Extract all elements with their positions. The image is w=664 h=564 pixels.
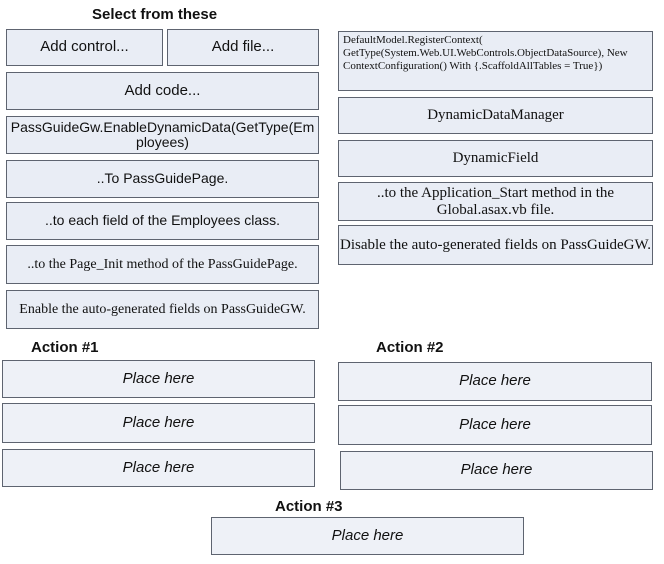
option-add-file[interactable]: Add file... [167,29,319,66]
action3-heading: Action #3 [275,498,343,515]
option-to-passguidepage[interactable]: ..To PassGuidePage. [6,160,319,198]
action3-slot-1[interactable]: Place here [211,517,524,555]
option-to-application-start[interactable]: ..to the Application_Start method in the… [338,182,653,221]
action1-slot-2[interactable]: Place here [2,403,315,443]
option-disable-autogen[interactable]: Disable the auto-generated fields on Pas… [338,225,653,265]
select-heading: Select from these [92,6,218,23]
option-dynamic-data-manager[interactable]: DynamicDataManager [338,97,653,134]
option-enable-dynamic-data[interactable]: PassGuideGw.EnableDynamicData(GetType(Em… [6,116,319,154]
action2-slot-3[interactable]: Place here [340,451,653,490]
action1-slot-3[interactable]: Place here [2,449,315,487]
option-dynamic-field[interactable]: DynamicField [338,140,653,177]
action1-heading: Action #1 [31,339,99,356]
option-add-code[interactable]: Add code... [6,72,319,110]
option-to-page-init[interactable]: ..to the Page_Init method of the PassGui… [6,245,319,284]
action2-slot-2[interactable]: Place here [338,405,652,445]
option-to-each-field[interactable]: ..to each field of the Employees class. [6,202,319,240]
option-register-context[interactable]: DefaultModel.RegisterContext( GetType(Sy… [338,31,653,91]
option-enable-autogen[interactable]: Enable the auto-generated fields on Pass… [6,290,319,329]
option-add-control[interactable]: Add control... [6,29,163,66]
action2-slot-1[interactable]: Place here [338,362,652,401]
action1-slot-1[interactable]: Place here [2,360,315,398]
action2-heading: Action #2 [376,339,444,356]
